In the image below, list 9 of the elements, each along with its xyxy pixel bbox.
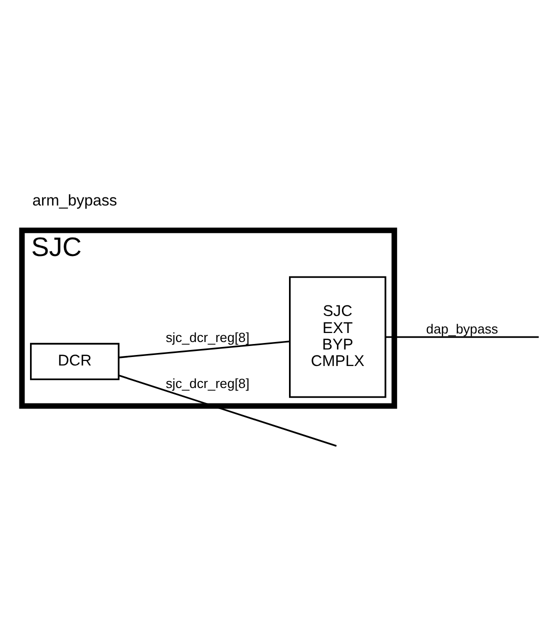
connector xyxy=(118,340,290,358)
edge-label: sjc_dcr_reg[8] xyxy=(166,330,250,345)
connector xyxy=(386,336,539,338)
label: arm_bypass xyxy=(32,192,118,210)
node-box: DCR xyxy=(30,342,120,380)
connector xyxy=(118,374,337,446)
edge-label: dap_bypass xyxy=(426,320,498,336)
edge-label: sjc_dcr_reg[8] xyxy=(166,375,250,390)
node-box: SJC EXT BYP CMPLX xyxy=(289,276,386,398)
